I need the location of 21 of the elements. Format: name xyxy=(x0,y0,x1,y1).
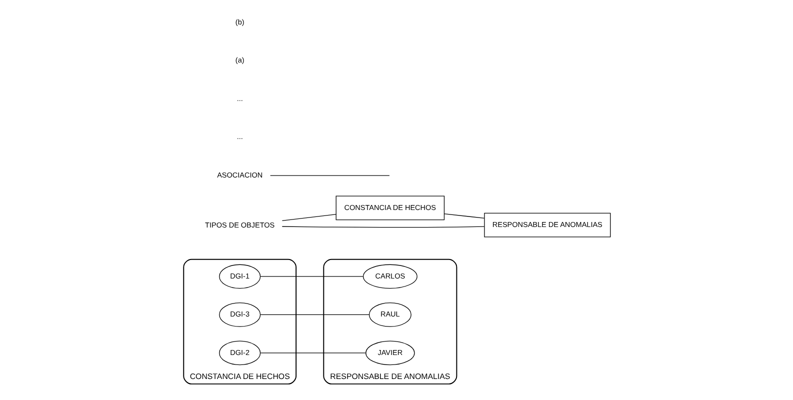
connector xyxy=(260,352,366,354)
connector xyxy=(281,214,336,222)
node-ellipse: JAVIER xyxy=(365,340,414,366)
node-ellipse: DGI-3 xyxy=(218,302,260,327)
label: (b) xyxy=(234,18,244,26)
node-ellipse: DGI-2 xyxy=(218,340,260,366)
node-ellipse: RAUL xyxy=(368,302,411,327)
label: ... xyxy=(236,132,242,142)
node-text: TIPOS DE OBJETOS xyxy=(204,220,274,230)
node-box: RESPONSABLE DE ANOMALIAS xyxy=(484,212,610,238)
connector xyxy=(269,175,390,176)
node-box: CONSTANCIA DE HECHOS xyxy=(335,196,444,220)
node-ellipse: DGI-1 xyxy=(218,264,260,289)
node-ellipse: CARLOS xyxy=(362,264,417,289)
label: ... xyxy=(236,94,242,103)
connector xyxy=(443,213,484,219)
connector xyxy=(260,276,363,277)
connector xyxy=(281,226,484,228)
connector xyxy=(260,314,369,316)
label: (a) xyxy=(234,56,244,65)
node-text: ASOCIACION xyxy=(216,170,262,180)
